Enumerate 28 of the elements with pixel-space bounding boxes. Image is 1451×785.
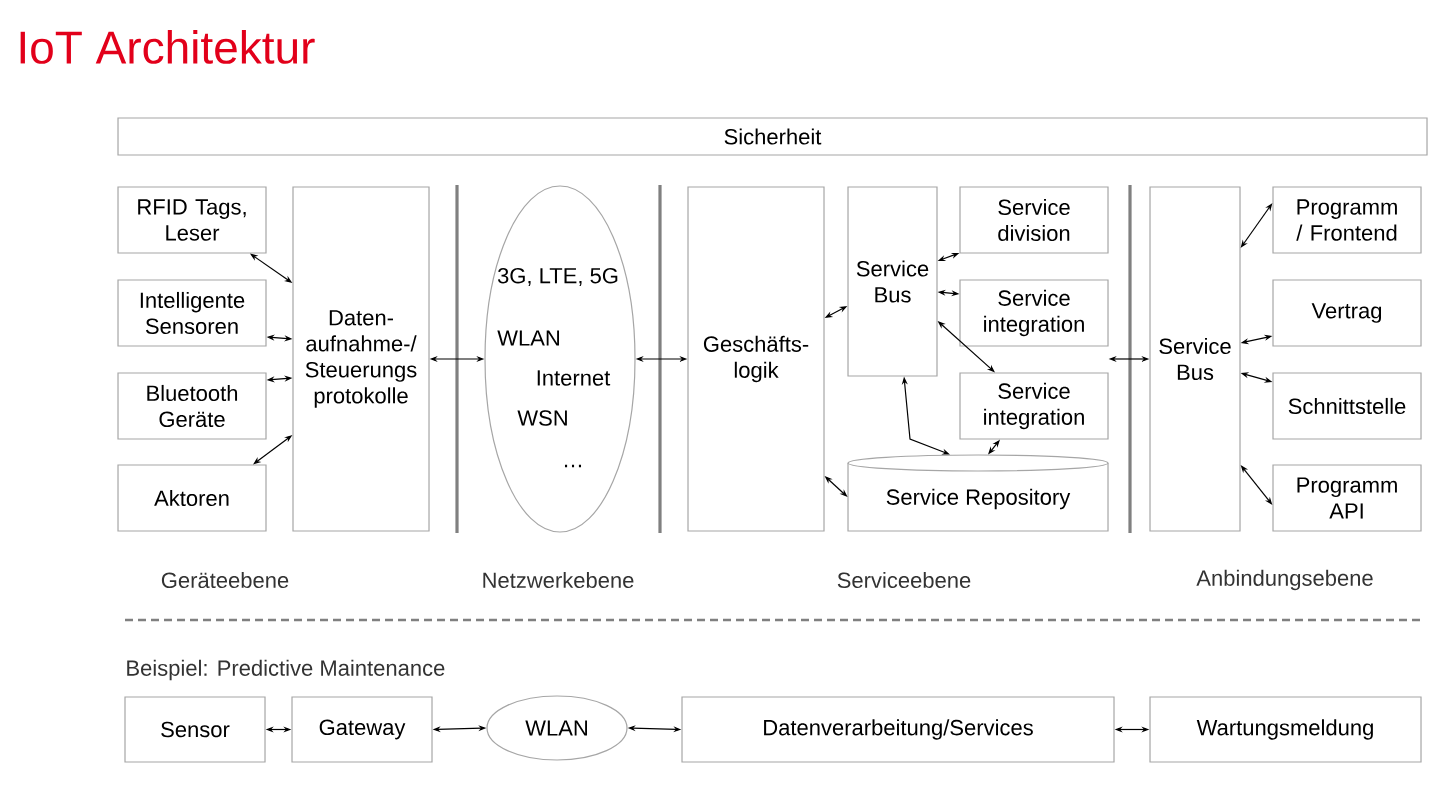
service-box: Service integration (959, 372, 1109, 440)
process-box: Datenverarbeitung/Services (681, 696, 1115, 763)
process-box: Wartungsmeldung (1149, 696, 1422, 763)
device-box: Intelligente Sensoren (117, 279, 267, 347)
device-box: RFID Tags, Leser (117, 186, 267, 254)
layer-label: Serviceebene (837, 571, 971, 589)
interface-box: Vertrag (1272, 279, 1422, 347)
node-label: Service Repository (886, 488, 1071, 510)
process-box: Sensor (124, 696, 266, 763)
title: IoT Architektur (20, 30, 315, 64)
device-box: Bluetooth Geräte (117, 372, 267, 440)
service-box: Service integration (959, 279, 1109, 347)
service-box: Service division (959, 186, 1109, 254)
layer-label: Anbindungsebene (1196, 569, 1373, 591)
logic-box: Geschäfts- logik (687, 186, 825, 532)
section-label: Beispiel: Predictive Maintenance (127, 659, 445, 681)
process-box: Gateway (291, 696, 433, 763)
protocol-box: Daten- aufnahme-/ Steuerungs protokolle (292, 186, 430, 532)
interface-box: Programm / Frontend (1272, 186, 1422, 254)
layer-bar: Sicherheit (117, 117, 1428, 156)
interface-box: Schnittstelle (1272, 372, 1422, 440)
bus-box: Service Bus (1149, 186, 1241, 532)
device-box: Aktoren (117, 464, 267, 532)
layer-label: Netzwerkebene (483, 571, 634, 589)
interface-box: Programm API (1272, 464, 1422, 532)
layer-label: Geräteebene (161, 571, 289, 589)
repository-cylinder: Service Repository (847, 454, 1109, 532)
bus-box: Service Bus (847, 186, 938, 377)
